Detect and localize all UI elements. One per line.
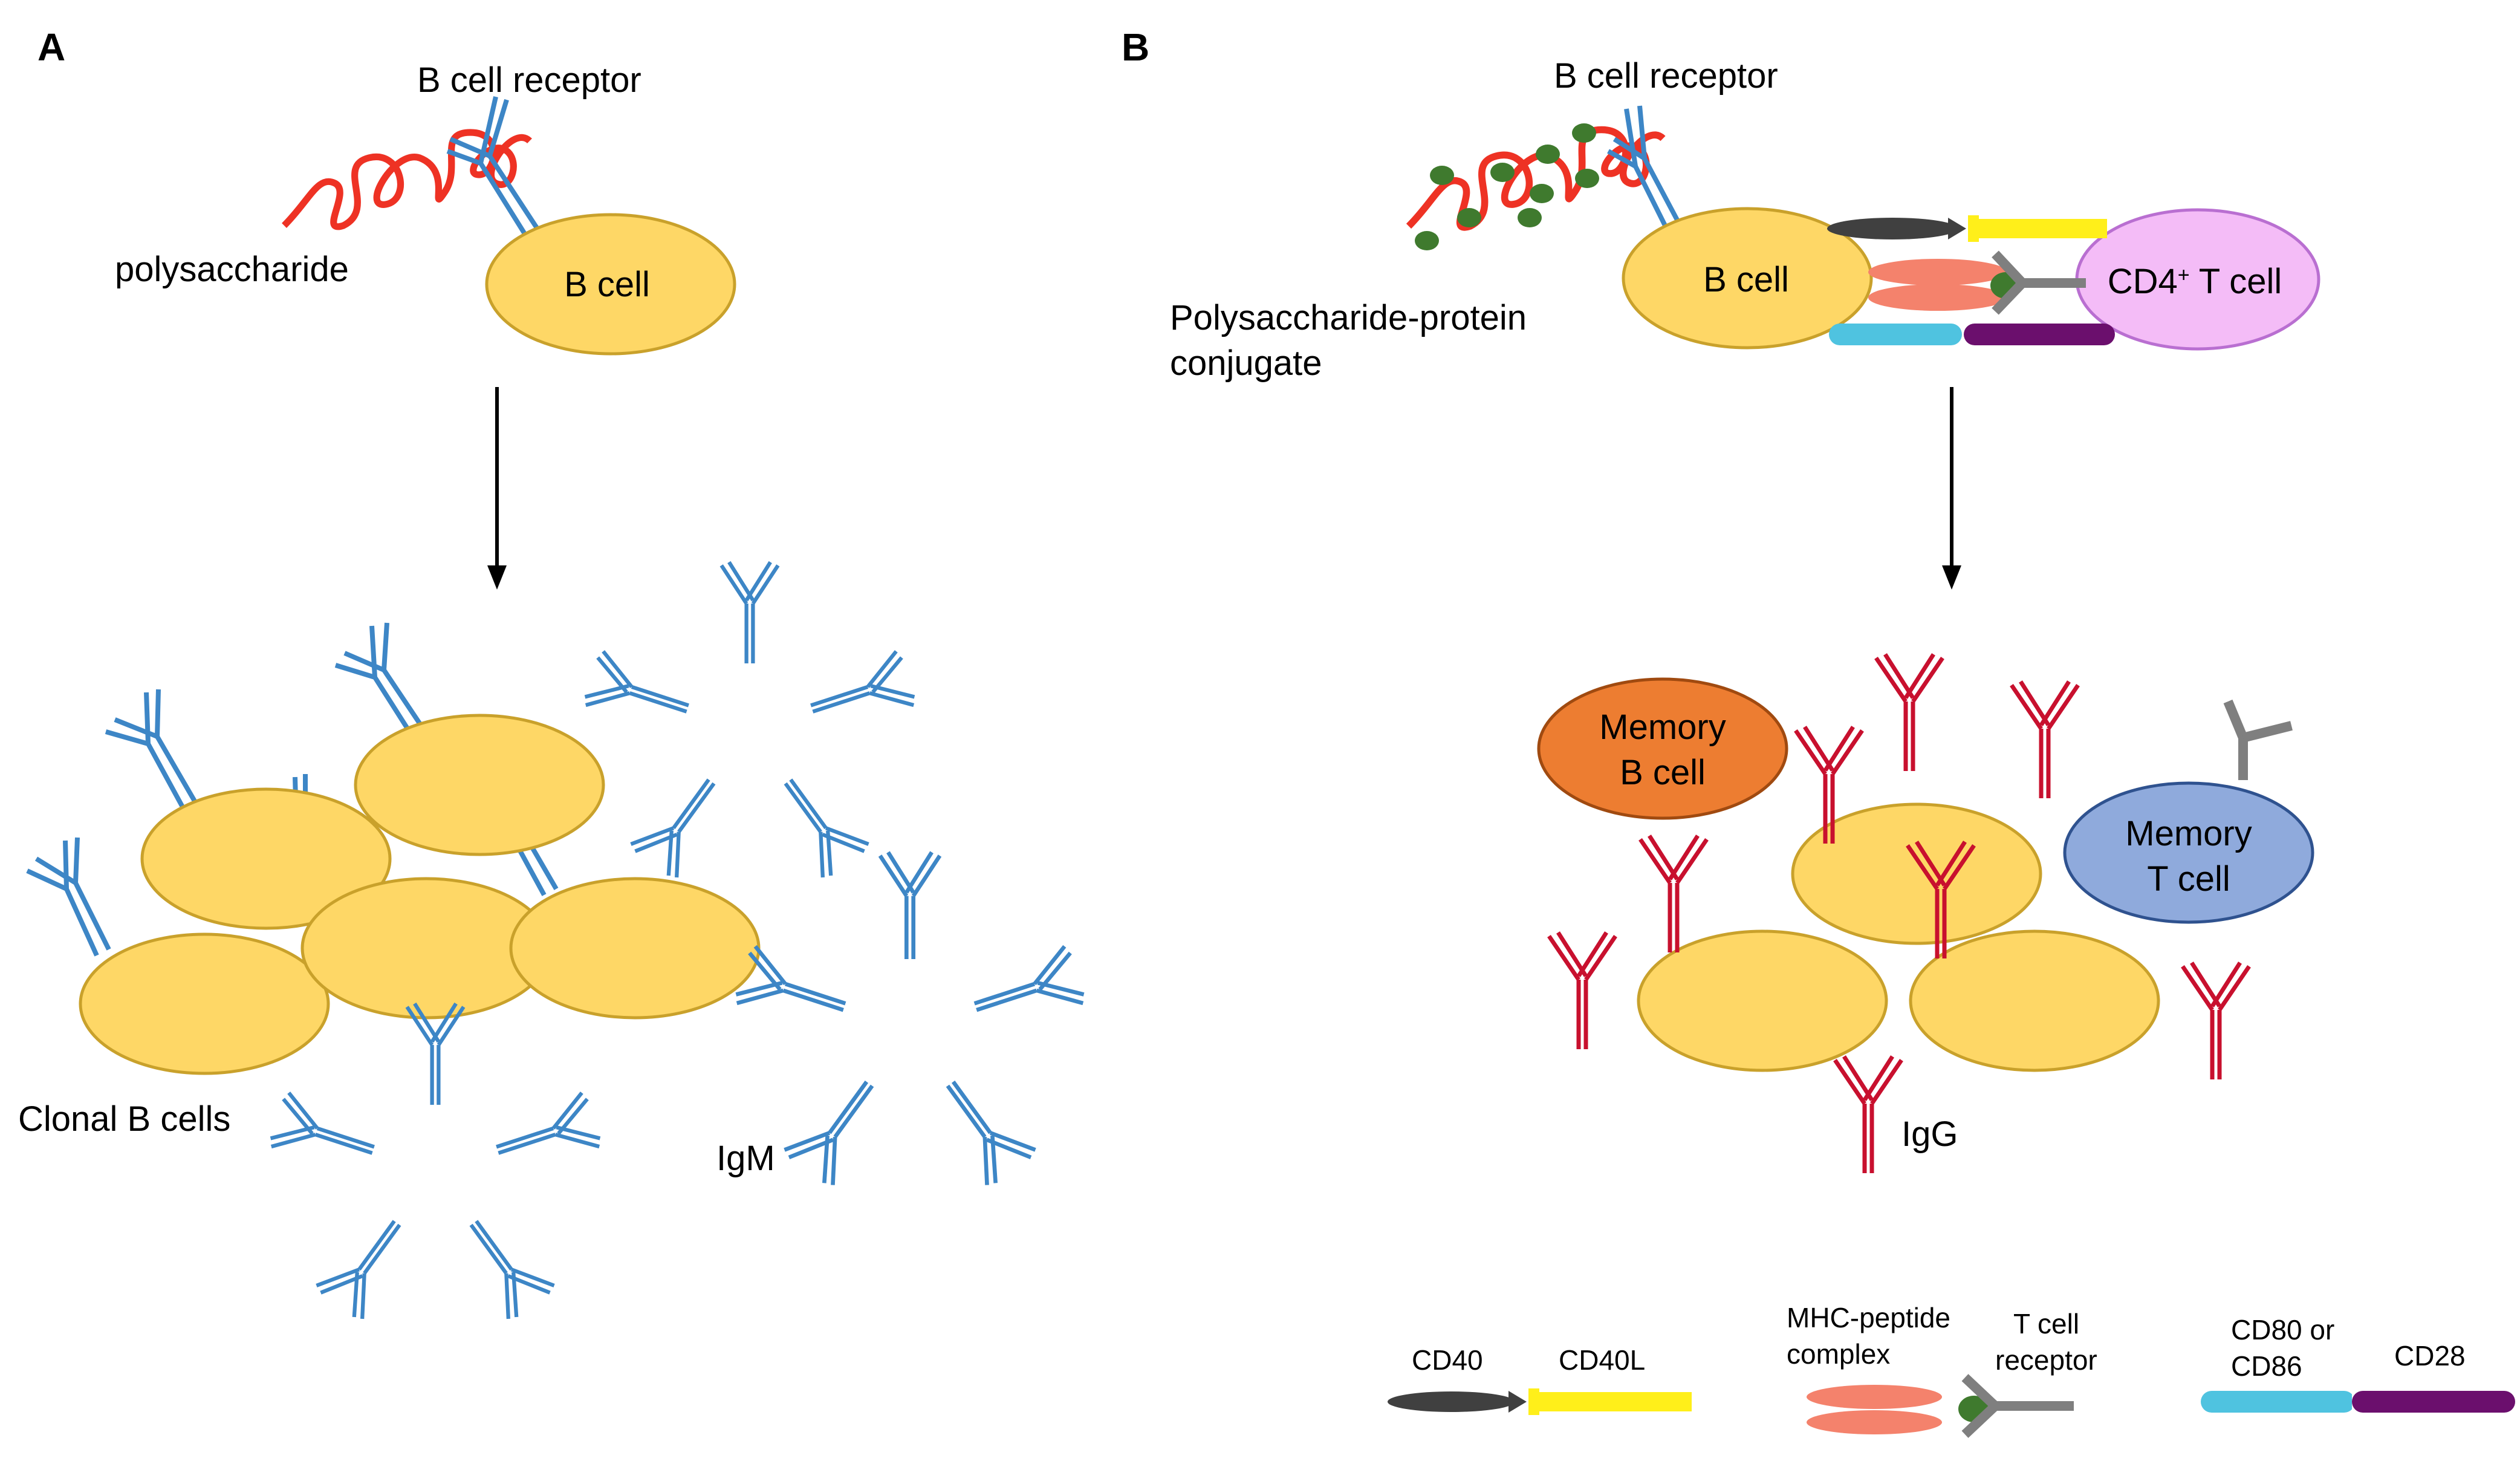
plasma-b-cell <box>1637 929 1888 1072</box>
panel-b-conjugate-label-line2: conjugate <box>1170 343 1322 383</box>
panel-a-clonal-label: Clonal B cells <box>18 1099 230 1139</box>
panel-a-b-cell <box>485 213 736 356</box>
igg-antibody <box>2183 963 2249 1079</box>
clonal-b-cell <box>509 877 761 1020</box>
legend-cd40l-icon <box>1528 1392 1692 1411</box>
cd40-molecule <box>1827 218 1958 239</box>
panel-b-bcr-icon <box>1607 105 1683 234</box>
panel-a-bcr-icon <box>446 96 541 238</box>
legend-cd40-label: CD40 <box>1412 1344 1483 1376</box>
cd28-molecule <box>1964 324 2115 345</box>
panel-b-arrow <box>1942 387 1961 590</box>
clonal-b-cell <box>140 787 392 930</box>
panel-a-receptor-label: B cell receptor <box>417 60 641 100</box>
memory-t-cell-label-line2: T cell <box>2147 859 2230 899</box>
panel-b-conjugate-label-line1: Polysaccharide-protein <box>1170 298 1527 337</box>
legend-cd80-label-line1: CD80 or <box>2231 1314 2334 1345</box>
cd80-molecule <box>1829 324 1962 345</box>
legend-cd80-label-line2: CD86 <box>2231 1350 2302 1382</box>
igm-pentamer <box>583 562 917 880</box>
panel-b: B B cell receptor Polysaccharide-protein… <box>1122 25 2320 1173</box>
panel-a-clonal-cells <box>26 622 761 1075</box>
memory-b-cell-label-line2: B cell <box>1620 753 1706 792</box>
memory-b-cell-label-line1: Memory <box>1599 708 1726 747</box>
legend-mhc-icon <box>1807 1385 1942 1409</box>
panel-a-b-cell-label: B cell <box>564 265 650 304</box>
igm-pentamer <box>733 852 1086 1188</box>
legend-tcr-label-line2: receptor <box>1995 1344 2097 1376</box>
cd40l-molecule <box>1968 219 2107 238</box>
igm-pentamer <box>268 1004 603 1322</box>
igg-antibody <box>1640 836 1707 952</box>
plasma-b-cell <box>1909 929 2160 1072</box>
panel-a-polysaccharide-label: polysaccharide <box>115 250 349 289</box>
legend-mhc-label-line1: MHC-peptide <box>1787 1302 1950 1333</box>
memory-t-cell-receptor <box>2223 699 2293 780</box>
panel-b-conjugate <box>1409 123 1663 250</box>
panel-b-b-cell <box>1622 207 1873 350</box>
legend-cd28-icon <box>2352 1391 2515 1413</box>
panel-a-arrow <box>487 387 507 590</box>
legend-mhc-label-line2: complex <box>1787 1338 1890 1370</box>
panel-a: A B cell receptor polysaccharide B cell <box>18 25 1086 1321</box>
legend-cd40-icon <box>1388 1391 1515 1412</box>
clonal-b-cell <box>79 932 330 1075</box>
legend-cd40l-label: CD40L <box>1559 1344 1645 1376</box>
clonal-b-cell <box>354 714 605 856</box>
panel-a-letter: A <box>37 25 65 69</box>
synapse-molecules <box>1827 215 2115 345</box>
legend-cd28-label: CD28 <box>2394 1340 2466 1372</box>
igg-antibody <box>1835 1056 1901 1173</box>
memory-t-cell <box>2063 781 2314 924</box>
igg-antibody <box>1549 932 1616 1049</box>
mhc-molecule <box>1868 259 2007 285</box>
panel-b-receptor-label: B cell receptor <box>1554 56 1778 96</box>
legend-tcr-label-line1: T cell <box>2013 1308 2079 1339</box>
legend: CD40 CD40L MHC-peptide complex T cell re… <box>1388 1302 2515 1438</box>
panel-b-igg-label: IgG <box>1901 1114 1958 1154</box>
cd4-t-cell-label: CD4+ T cell <box>2108 262 2282 301</box>
plasma-b-cell <box>1791 802 2042 945</box>
igg-antibody <box>1876 654 1943 771</box>
memory-t-cell-label-line1: Memory <box>2125 814 2252 853</box>
memory-b-cell <box>1537 677 1788 820</box>
panel-b-b-cell-label: B cell <box>1703 260 1789 299</box>
legend-tcr-icon <box>1961 1374 2074 1438</box>
panel-b-letter: B <box>1122 25 1149 69</box>
tcr-molecule <box>1992 250 2086 315</box>
panel-a-igm-label: IgM <box>716 1139 775 1178</box>
igg-antibody <box>2012 682 2078 798</box>
legend-cd80-icon <box>2201 1391 2355 1413</box>
